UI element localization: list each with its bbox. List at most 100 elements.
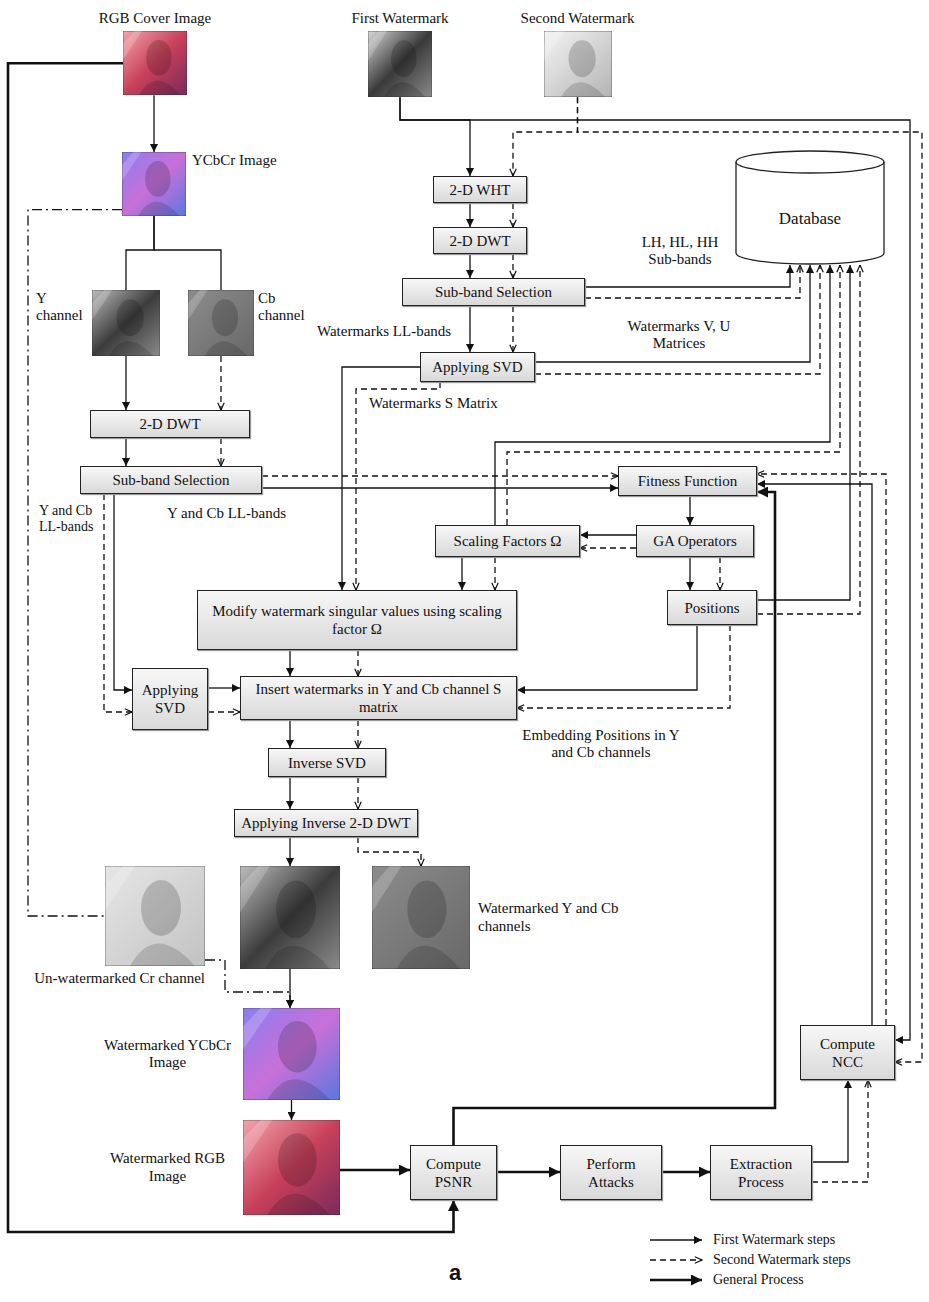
process-box: 2-D WHT	[433, 176, 527, 203]
box-label: Compute PSNR	[416, 1155, 491, 1191]
process-box: Applying Inverse 2-D DWT	[234, 809, 418, 837]
box-label: Fitness Function	[638, 472, 738, 490]
picture-figure	[122, 152, 141, 181]
flow-connector	[357, 720, 358, 748]
picture-art	[544, 31, 612, 97]
picture	[105, 866, 205, 966]
picture-art	[243, 1008, 340, 1100]
flow-connector	[757, 474, 886, 1025]
picture-ground	[240, 866, 340, 969]
image-caption: Watermarked Y and Cb channels	[478, 900, 628, 935]
box-label: Compute NCC	[806, 1035, 889, 1071]
process-box: Insert watermarks in Y and Cb channel S …	[240, 676, 517, 720]
database-cylinder: Database	[735, 150, 885, 265]
picture-art	[368, 31, 432, 97]
label-slot: a	[448, 1260, 462, 1285]
picture-figure	[130, 944, 195, 967]
image-node: Cb channel	[188, 290, 318, 356]
flow-connector	[469, 203, 470, 227]
flow-connector	[357, 777, 358, 809]
legend-text: Second Watermark steps	[712, 1251, 852, 1269]
flow-connector	[154, 216, 221, 290]
legend-entry: Second Watermark steps	[712, 1251, 852, 1269]
flow-label: LH, HL, HH Sub-bands	[628, 234, 732, 269]
process-box: Applying SVD	[420, 352, 535, 382]
flow-connector	[512, 306, 513, 352]
flow-connector	[689, 557, 690, 590]
process-box: Sub-band Selection	[80, 466, 262, 494]
flow-connector	[469, 306, 470, 352]
picture-figure	[240, 866, 270, 912]
picture-ground	[243, 1120, 340, 1215]
picture-figure	[407, 880, 446, 938]
image-caption: Cb channel	[258, 290, 318, 325]
flow-connector	[289, 720, 290, 748]
picture	[92, 290, 160, 356]
flow-connector	[497, 1171, 560, 1174]
picture-ground	[243, 1008, 340, 1100]
picture-art	[372, 866, 470, 969]
picture-figure	[276, 880, 316, 938]
process-box: Perform Attacks	[560, 1145, 662, 1200]
picture-figure	[368, 31, 387, 61]
image-node: YCbCr Image	[122, 152, 277, 216]
picture-figure	[561, 82, 605, 97]
picture-figure	[123, 31, 142, 60]
flow-connector	[208, 687, 240, 688]
image-node: First Watermark	[340, 10, 460, 97]
process-box: Modify watermark singular values using s…	[197, 590, 517, 650]
picture-art	[243, 1120, 340, 1215]
image-caption: YCbCr Image	[192, 152, 277, 169]
flow-connector	[689, 496, 690, 525]
flow-connector	[289, 969, 290, 1008]
label-slot: Watermarks LL-bands	[316, 323, 452, 340]
flow-connector	[719, 557, 720, 590]
label-slot: LH, HL, HH Sub-bands	[628, 234, 732, 269]
picture-figure	[372, 866, 401, 912]
picture-ground	[368, 31, 432, 97]
image-node: RGB Cover Image	[95, 10, 215, 95]
box-label: Modify watermark singular values using s…	[203, 602, 511, 638]
picture-ground	[92, 290, 160, 356]
flow-connector	[114, 494, 132, 690]
picture-art	[122, 152, 186, 216]
label-slot: Embedding Positions in Y and Cb channels	[520, 727, 682, 762]
flow-connector	[812, 1080, 868, 1182]
picture	[122, 152, 186, 216]
flow-connector	[400, 97, 910, 1040]
image-caption: Un-watermarked Cr channel	[34, 970, 205, 987]
picture-figure	[141, 880, 181, 936]
image-caption: Watermarked YCbCr Image	[100, 1037, 235, 1072]
box-label: Applying SVD	[432, 358, 522, 376]
picture-figure	[397, 946, 461, 969]
flow-connector	[125, 438, 126, 466]
image-node: Second Watermark	[505, 10, 650, 97]
picture-art	[123, 31, 187, 95]
picture-ground	[123, 31, 187, 95]
flow-label: Watermarks S Matrix	[368, 395, 499, 412]
picture-figure	[138, 202, 180, 216]
flow-connector	[291, 1100, 292, 1120]
flow-connector	[356, 382, 440, 590]
legend-text: First Watermark steps	[712, 1231, 836, 1249]
box-label: Scaling Factors Ω	[454, 532, 562, 550]
legend-dashed-line	[650, 1259, 702, 1260]
flow-connector	[262, 475, 618, 476]
picture-figure	[116, 299, 143, 336]
box-label: Applying SVD	[138, 681, 202, 717]
image-node: Watermarked Y and Cb channels	[240, 866, 628, 969]
database-body	[736, 151, 884, 264]
image-caption: Second Watermark	[521, 10, 635, 27]
flow-connector	[289, 777, 290, 809]
flow-connector	[517, 625, 730, 708]
box-label: Inverse SVD	[288, 754, 366, 772]
picture	[240, 866, 340, 969]
flow-connector	[153, 95, 154, 152]
picture-figure	[391, 40, 417, 77]
flow-label: Embedding Positions in Y and Cb channels	[520, 727, 682, 762]
picture-figure	[267, 1194, 330, 1215]
box-label: Sub-band Selection	[435, 283, 552, 301]
process-box: GA Operators	[636, 525, 754, 557]
box-label: GA Operators	[653, 532, 737, 550]
flow-connector	[469, 254, 470, 278]
